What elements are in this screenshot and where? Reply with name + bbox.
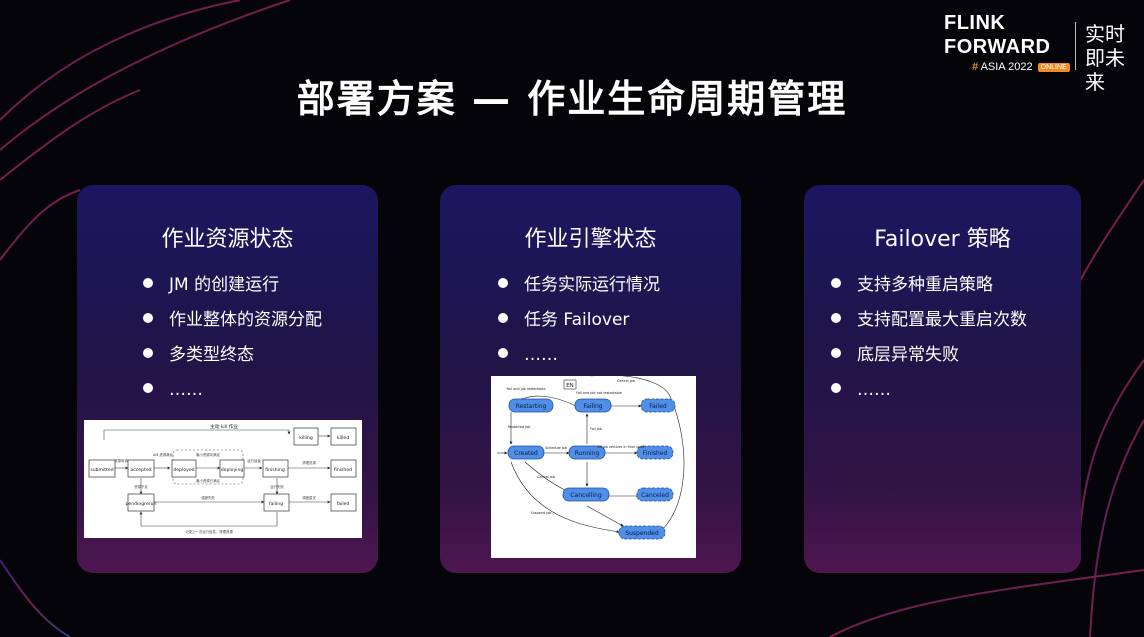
state-failed: Failed (649, 403, 667, 410)
list-item: …… (498, 341, 660, 376)
state-label: finished (334, 467, 352, 473)
edge-label: 最小资源未满足 (196, 452, 220, 457)
state-label: pendingrerun (126, 501, 157, 507)
state-label: killing (299, 435, 313, 441)
logo-line2: FORWARD (944, 36, 1051, 58)
edge-label: 记录上一次运行信息，清理资源 (185, 529, 233, 534)
list-item-text: 支持配置最大重启次数 (857, 310, 1027, 330)
list-item-text: JM 的创建运行 (169, 275, 280, 295)
state-label: submitted (90, 467, 113, 473)
card-failover-strategy: Failover 策略 支持多种重启策略 支持配置最大重启次数 底层异常失败 …… (804, 185, 1081, 573)
list-item-text: …… (169, 380, 203, 400)
bullet-dot (143, 383, 153, 393)
card-heading: Failover 策略 (874, 227, 1011, 252)
language-badge: EN (566, 383, 574, 389)
list-item: 多类型终态 (143, 341, 322, 376)
state-created: Created (514, 450, 538, 457)
state-canceled: Canceled (641, 492, 669, 499)
list-item: 作业整体的资源分配 (143, 306, 322, 341)
resource-state-diagram: 主动 kill 作业 submitted accepted deployed d… (84, 420, 362, 538)
state-label: failing (269, 501, 283, 507)
state-failing: Failing (583, 403, 602, 410)
edge-label: Fail job (590, 427, 602, 431)
list-item: 支持多种重启策略 (831, 271, 1027, 306)
list-item: 任务实际运行情况 (498, 271, 660, 306)
edge-label: Cancel job (537, 475, 555, 479)
logo-event-name: ASIA 2022 (980, 61, 1033, 73)
edge-label: 资源申请 (114, 458, 128, 463)
engine-state-diagram: EN Resta (491, 376, 696, 558)
bullet-list: 支持多种重启策略 支持配置最大重启次数 底层异常失败 …… (831, 271, 1027, 411)
edge-label: 运行结束 (247, 458, 261, 463)
list-item: 任务 Failover (498, 306, 660, 341)
card-resource-state: 作业资源状态 JM 的创建运行 作业整体的资源分配 多类型终态 …… (77, 185, 378, 573)
bullet-dot (498, 313, 508, 323)
edge-label: Restarted job (508, 425, 531, 429)
edge-label: All job vertices in final state (597, 445, 644, 449)
bullet-dot (831, 278, 841, 288)
bullet-dot (498, 278, 508, 288)
list-item: 支持配置最大重启次数 (831, 306, 1027, 341)
list-item-text: 支持多种重启策略 (857, 275, 993, 295)
bullet-dot (143, 313, 153, 323)
edge-label: 调度重试 (302, 495, 316, 500)
list-item-text: 作业整体的资源分配 (169, 310, 322, 330)
state-restarting: Restarting (516, 403, 547, 410)
bullet-list: 任务实际运行情况 任务 Failover …… (498, 271, 660, 376)
card-heading: 作业引擎状态 (524, 227, 657, 252)
bullet-dot (831, 348, 841, 358)
edge-label: Cancel job (617, 379, 635, 383)
bullet-dot (831, 383, 841, 393)
bullet-list: JM 的创建运行 作业整体的资源分配 多类型终态 …… (143, 271, 322, 411)
card-heading: 作业资源状态 (161, 227, 294, 252)
state-running: Running (575, 450, 600, 457)
state-label: failed (337, 501, 350, 507)
logo-online-badge: ONLINE (1037, 62, 1070, 72)
edge-label: Schedule job (545, 446, 567, 450)
state-suspended: Suspended (625, 530, 659, 537)
bullet-dot (143, 348, 153, 358)
bullet-dot (831, 313, 841, 323)
list-item: JM 的创建运行 (143, 271, 322, 306)
edge-label: Fail and job restartable (507, 387, 546, 391)
logo-line1: FLINK (944, 12, 1006, 34)
list-item: …… (143, 376, 322, 411)
state-label: killed (337, 435, 349, 441)
page-title: 部署方案 — 作业生命周期管理 (296, 77, 848, 121)
logo-event: # ASIA 2022 ONLINE (972, 61, 1070, 73)
state-label: accepted (130, 467, 151, 473)
state-label: deployed (173, 467, 194, 473)
edge-label: 最小资源已满足 (196, 478, 220, 483)
list-item-text: 任务实际运行情况 (524, 275, 660, 295)
flink-forward-logo: FLINK FORWARD # ASIA 2022 ONLINE 实时即未来 (944, 12, 1139, 94)
edge-label: 清理资源 (302, 460, 316, 465)
state-label: deploying (221, 467, 244, 473)
logo-hash: # (972, 61, 979, 73)
edge-label: AM 资源满足 (153, 452, 173, 457)
state-finished: Finished (643, 450, 668, 457)
state-cancelling: Cancelling (570, 492, 601, 499)
bullet-dot (143, 278, 153, 288)
list-item: 底层异常失败 (831, 341, 1027, 376)
bullet-dot (498, 348, 508, 358)
list-item: …… (831, 376, 1027, 411)
list-item-text: …… (857, 380, 891, 400)
list-item-text: 任务 Failover (524, 310, 630, 330)
edge-label: 调度失败 (201, 495, 215, 500)
diagram-label: 主动 kill 作业 (210, 423, 238, 430)
list-item-text: …… (524, 345, 558, 365)
state-label: finishing (265, 467, 285, 473)
list-item-text: 多类型终态 (169, 345, 254, 365)
edge-label: Fail and job not restartable (576, 391, 622, 395)
card-engine-state: 作业引擎状态 任务实际运行情况 任务 Failover …… EN (440, 185, 741, 573)
edge-label: 资源不足 (134, 484, 148, 489)
logo-slogan: 实时即未来 (1085, 22, 1125, 94)
edge-label: 运行失败 (270, 484, 284, 489)
list-item-text: 底层异常失败 (857, 345, 959, 365)
edge-label: Suspend job (531, 511, 552, 515)
logo-divider (1075, 22, 1076, 70)
